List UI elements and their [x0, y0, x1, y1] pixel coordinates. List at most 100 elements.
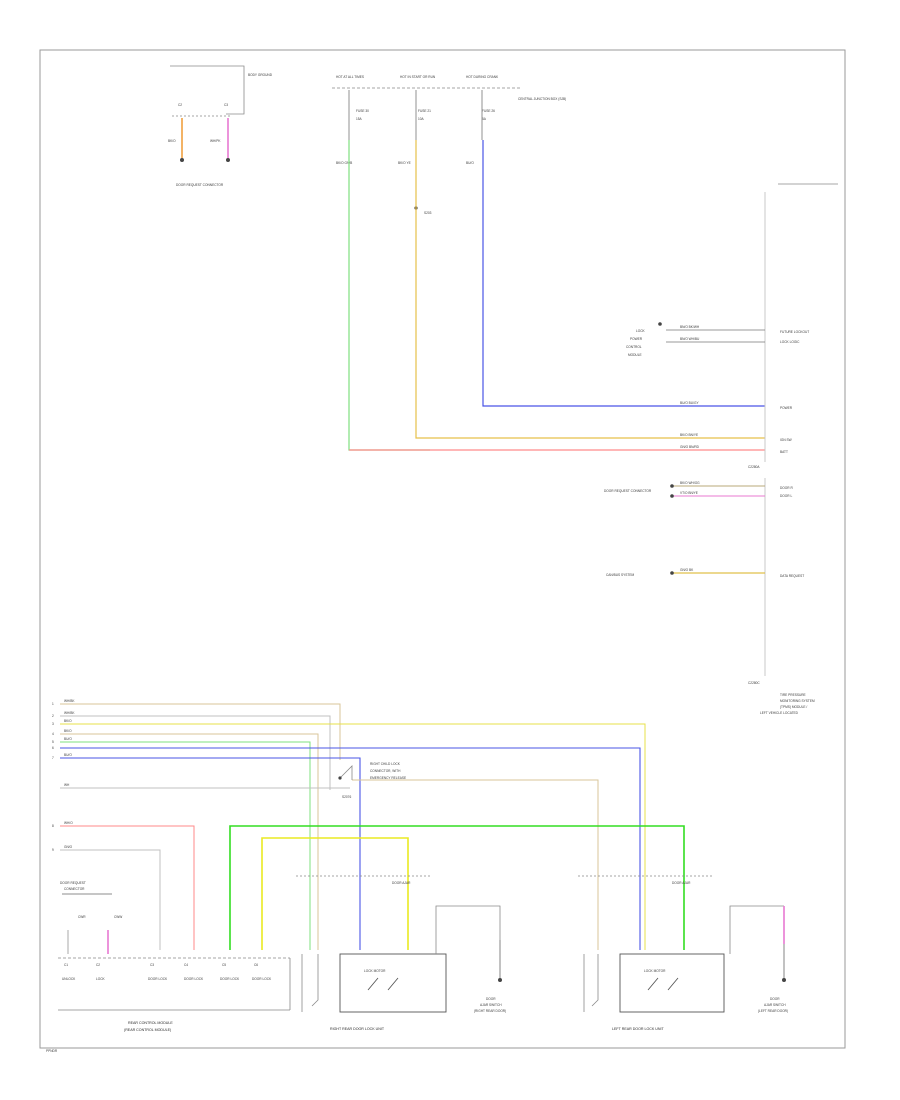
module-pins-p-lock: LOCK LOGIC	[780, 340, 800, 344]
harness-n4: 4	[52, 732, 54, 736]
module-name-3: (TPMS) MODULE /	[780, 705, 807, 709]
left-unit-title: LEFT REAR DOOR LOCK UNIT	[612, 1027, 664, 1031]
left-module-slot1: UNLOCK	[62, 977, 76, 981]
rear-control-caption-1: REAR CONTROL MODULE	[128, 1021, 173, 1025]
right-rear-door-lock-unit: LOCK MOTOR DOOR AJAR RIGHT REAR DOOR LOC…	[296, 875, 506, 1031]
latch-left-sw-caption-l3: (LEFT REAR DOOR)	[758, 1009, 788, 1013]
top-left-caption: DOOR REQUEST CONNECTOR	[176, 183, 224, 187]
left-module-pin2: C2	[96, 963, 100, 967]
side-labels: LOCK POWER CONTROL MODULE DOOR REQUEST C…	[604, 329, 652, 577]
connector-1-label: C2280A	[748, 465, 760, 469]
latch-left-ajar: DOOR AJAR	[672, 881, 691, 885]
harness-h3: BK/O	[64, 719, 72, 723]
left-module-header-l2: CONNECTOR	[64, 887, 85, 891]
harness-h6: BU/O	[64, 753, 72, 757]
fuse2-top: HOT IN START OR RUN	[400, 75, 436, 79]
latch-right-sw-caption-l2: AJAR SWITCH	[480, 1003, 502, 1007]
fuse1-wire: BK/O GN/B	[336, 161, 352, 165]
side-labels-s1-l1: LOCK	[636, 329, 646, 333]
left-rear-door-lock-unit: LOCK MOTOR DOOR AJAR LEFT REAR DOOR LOCK…	[578, 875, 788, 1031]
splice-label: S203	[424, 211, 432, 215]
side-labels-s1-l3: CONTROL	[626, 345, 642, 349]
module-pins-p-door-r: DOOR R	[780, 486, 793, 490]
harness-h2: WH/BK	[64, 711, 75, 715]
footer-code: PPNDR	[46, 1049, 58, 1053]
module-name-1: TIRE PRESSURE	[780, 693, 806, 697]
module-connector: C2280A C2280C TIRE PRESSURE MONITORING S…	[748, 183, 838, 715]
module-pins-p-batt: BATT	[780, 450, 788, 454]
harness-h5: BU/O	[64, 737, 72, 741]
left-module-pin3: C3	[150, 963, 154, 967]
module-wires-w1: BN/O BK/WH	[680, 325, 700, 329]
left-module-pin6: C6	[254, 963, 258, 967]
left-module-header-l1: DOOR REQUEST	[60, 881, 86, 885]
rear-control-caption-2: (REAR CONTROL MODULE)	[124, 1028, 171, 1032]
fuse3-amp: 5A	[482, 117, 487, 121]
left-module-slot4: DOOR LOCK	[184, 977, 204, 981]
splice-note-l2: CONNECTOR, WITH	[370, 769, 401, 773]
harness-h9: GN/O	[64, 845, 73, 849]
latch-left-sw-caption-l1: DOOR	[770, 997, 780, 1001]
wire-right: WH/PK	[210, 139, 221, 143]
pin-left: C2	[178, 103, 182, 107]
harness-h4: BK/O	[64, 729, 72, 733]
harness-h1: WH/BK	[64, 699, 75, 703]
left-module-slot2: LOCK	[96, 977, 106, 981]
right-unit-title: RIGHT REAR DOOR LOCK UNIT	[330, 1027, 385, 1031]
harness-bundle	[60, 703, 685, 950]
left-module-slot5: DOOR LOCK	[220, 977, 240, 981]
splice-note-l1: RIGHT CHILD LOCK	[370, 762, 401, 766]
latch-left-sw-caption-l2: AJAR SWITCH	[764, 1003, 786, 1007]
connector-3-label: C2280C	[748, 681, 760, 685]
harness-n6: 6	[52, 746, 54, 750]
wire-left: BK/O	[168, 139, 176, 143]
harness-n8: 8	[52, 824, 54, 828]
side-labels-s1-l4: MODULE	[628, 353, 642, 357]
module-wires-w4: BK/O BN/YE	[680, 433, 698, 437]
module-wire-tags: BN/O BK/WH BN/O WH/BU BU/O BU/GY BK/O BN…	[658, 322, 765, 575]
harness-n7: 7	[52, 756, 54, 760]
module-pins-p-door-l: DOOR L	[780, 494, 792, 498]
harness-n9: 9	[52, 848, 54, 852]
module-pins-p-ign: IGN SW	[780, 438, 792, 442]
fuse3-top: HOT DURING CRANK	[466, 75, 499, 79]
harness-h7: WH	[64, 783, 70, 787]
pin-right: C3	[224, 103, 228, 107]
fuse2-name: FUSE 21	[418, 109, 431, 113]
latch-right-sw-caption-l1: DOOR	[486, 997, 496, 1001]
latch-right-ajar: DOOR AJAR	[392, 881, 411, 885]
latch-left-motor: LOCK MOTOR	[644, 969, 666, 973]
ground-label: BODY GROUND	[248, 73, 273, 77]
fuse3-name: FUSE 26	[482, 109, 495, 113]
harness-n3: 3	[52, 722, 54, 726]
splice-note-l3: EMERGENCY RELEASE	[370, 776, 406, 780]
fuse3-wire: BU/O	[466, 161, 474, 165]
fuse2-wire: BK/O YE	[398, 161, 411, 165]
module-wires-w6: BK/O WH/OG	[680, 481, 700, 485]
module-pins-p-lockout: FUTURE LOCKOUT	[780, 330, 809, 334]
module-wires-w7: VT/O BN/YE	[680, 491, 698, 495]
harness-n5: 5	[52, 740, 54, 744]
module-wires-w3: BU/O BU/GY	[680, 401, 699, 405]
side-labels-s2: DOOR REQUEST CONNECTOR	[604, 489, 652, 493]
left-module-slot3: DOOR LOCK	[148, 977, 168, 981]
rear-control-module: DOOR REQUEST CONNECTOR CWR CWW C1 C2 C3 …	[58, 881, 291, 1032]
latch-right-motor: LOCK MOTOR	[364, 969, 386, 973]
left-module-pin4: C4	[184, 963, 188, 967]
fuse1-amp: 15A	[356, 117, 363, 121]
module-wires-w8: GN/O BK	[680, 568, 694, 572]
fuse1-top: HOT AT ALL TIMES	[336, 75, 364, 79]
fuse1-name: FUSE 30	[356, 109, 369, 113]
diagram-frame	[39, 49, 846, 1049]
fuse-block: HOT AT ALL TIMES HOT IN START OR RUN HOT…	[332, 75, 566, 215]
module-name-2: MONITORING SYSTEM	[780, 699, 815, 703]
module-name-4: LEFT VEHICLE LOCATED	[760, 711, 799, 715]
harness-h8: WH/O	[64, 821, 73, 825]
module-pins: FUTURE LOCKOUT LOCK LOGIC POWER IGN SW B…	[780, 330, 809, 578]
fuse2-amp: 10A	[418, 117, 425, 121]
left-module-slot6: DOOR LOCK	[252, 977, 272, 981]
left-module-w-b: CWW	[114, 915, 122, 919]
harness-labels: 1 2 3 4 5 6 7 8 9 WH/BK WH/BK BK/O BK/O …	[52, 699, 75, 852]
module-pins-p-data: DATA REQUEST	[780, 574, 804, 578]
